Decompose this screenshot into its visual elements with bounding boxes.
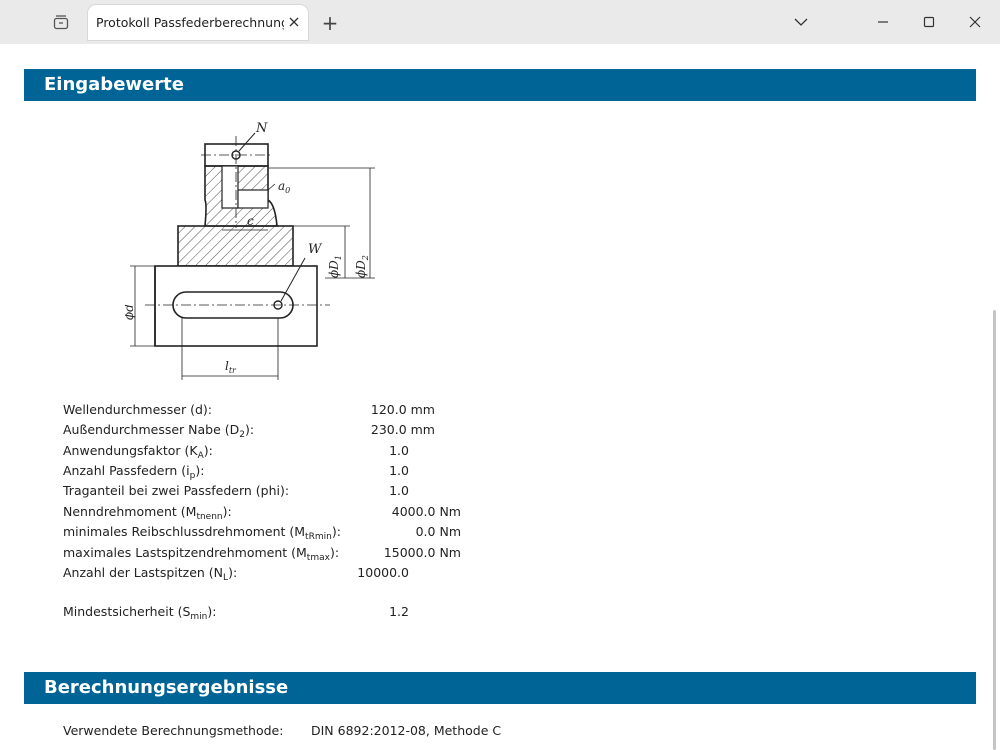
label-ltr: l <box>225 359 229 373</box>
label-n: N <box>255 121 268 136</box>
method-label: Verwendete Berechnungsmethode: <box>63 723 284 738</box>
vertical-scrollbar[interactable] <box>993 310 996 750</box>
label-d2: ϕD <box>354 260 368 278</box>
label-a0-sub: 0 <box>285 186 290 195</box>
param-value: 15000.0 Nm <box>383 545 461 560</box>
param-label: Wellendurchmesser (d): <box>63 402 212 417</box>
label-d: ϕd <box>125 304 136 320</box>
tab-list-button[interactable] <box>778 0 824 44</box>
param-label: Außendurchmesser Nabe (D2): <box>63 422 255 440</box>
title-bar: Protokoll Passfederberechnung DIN + <box>0 0 1000 44</box>
label-c: c <box>247 214 254 228</box>
tab-active[interactable]: Protokoll Passfederberechnung DIN <box>88 5 308 40</box>
param-value: 0.0 Nm <box>415 524 461 539</box>
param-label: Anwendungsfaktor (KA): <box>63 443 213 461</box>
label-d1: ϕD <box>327 260 341 278</box>
maximize-icon <box>923 16 935 28</box>
param-value: 1.0 <box>389 463 409 478</box>
label-d2-sub: 2 <box>361 255 370 261</box>
param-label: Anzahl Passfedern (ip): <box>63 463 205 481</box>
param-value: 4000.0 Nm <box>391 504 461 519</box>
new-tab-button[interactable]: + <box>321 11 339 35</box>
chevron-down-icon <box>794 18 808 26</box>
param-value: 120.0 mm <box>370 402 435 417</box>
svg-text:a0: a0 <box>278 179 290 195</box>
svg-text:ϕD1: ϕD1 <box>327 255 343 278</box>
svg-text:ltr: ltr <box>225 359 237 375</box>
close-window-button[interactable] <box>952 0 998 44</box>
param-label: maximales Lastspitzendrehmoment (Mtmax): <box>63 545 340 563</box>
tab-title: Protokoll Passfederberechnung DIN <box>96 15 284 30</box>
param-label: Nenndrehmoment (Mtnenn): <box>63 504 232 522</box>
label-a0: a <box>278 179 285 193</box>
param-value: 10000.0 <box>357 565 409 580</box>
svg-text:ϕD2: ϕD2 <box>354 255 370 278</box>
section-input-header: Eingabewerte <box>24 69 976 101</box>
label-ltr-sub: tr <box>229 366 237 375</box>
method-value: DIN 6892:2012-08, Methode C <box>311 723 502 738</box>
param-value: 230.0 mm <box>370 422 435 437</box>
tab-actions-icon <box>53 15 69 30</box>
maximize-button[interactable] <box>906 0 952 44</box>
param-label: minimales Reibschlussdrehmoment (MtRmin)… <box>63 524 341 542</box>
label-d1-sub: 1 <box>334 255 343 260</box>
param-value: 1.2 <box>389 604 409 619</box>
param-label: Mindestsicherheit (Smin): <box>63 604 217 622</box>
param-label: Anzahl der Lastspitzen (NL): <box>63 565 238 583</box>
close-window-icon <box>969 16 981 28</box>
minimize-button[interactable] <box>860 0 906 44</box>
minimize-icon <box>878 21 888 23</box>
document-content <box>0 44 1000 750</box>
close-icon <box>289 17 299 27</box>
param-label: Traganteil bei zwei Passfedern (phi): <box>63 483 290 498</box>
param-value: 1.0 <box>389 483 409 498</box>
key-connection-drawing: N a0 c W ϕD1 ϕD2 ϕd ltr <box>125 121 375 380</box>
label-w: W <box>308 242 323 257</box>
section-results-header: Berechnungsergebnisse <box>24 672 976 704</box>
tab-close-button[interactable] <box>286 14 302 30</box>
param-value: 1.0 <box>389 443 409 458</box>
tab-actions-button[interactable] <box>43 4 79 40</box>
